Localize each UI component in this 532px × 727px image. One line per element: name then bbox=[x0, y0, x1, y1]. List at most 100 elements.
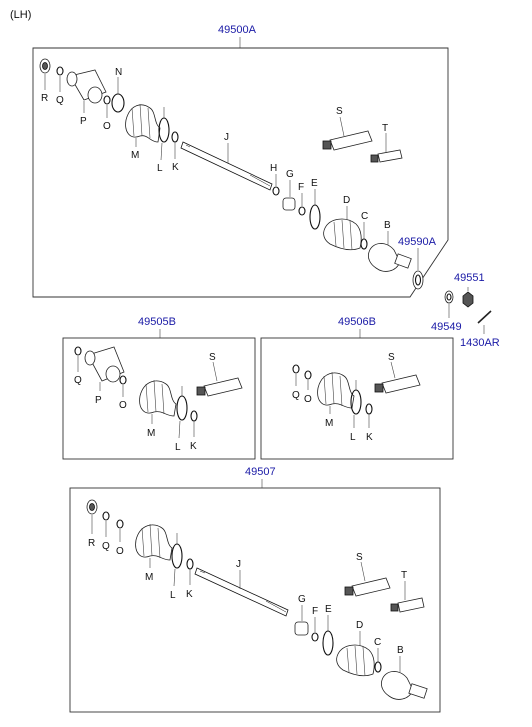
label-l: L bbox=[170, 590, 176, 601]
part-d-boot[interactable] bbox=[323, 206, 362, 251]
label-o: O bbox=[116, 546, 124, 557]
lower-assembly-frame bbox=[69, 487, 441, 713]
label-s: S bbox=[388, 352, 395, 363]
label-q: Q bbox=[56, 95, 64, 106]
label-o: O bbox=[304, 394, 312, 405]
part-h-clip[interactable] bbox=[272, 174, 280, 196]
label-k: K bbox=[366, 432, 373, 443]
label-n: N bbox=[115, 67, 122, 78]
part-q-ring[interactable] bbox=[74, 346, 82, 372]
label-c: C bbox=[374, 637, 381, 648]
part-t-grease-tube[interactable] bbox=[370, 133, 403, 163]
part-p-joint-housing[interactable] bbox=[84, 346, 125, 391]
label-m: M bbox=[325, 418, 333, 429]
label-f: F bbox=[298, 182, 304, 193]
part-f-circlip[interactable] bbox=[311, 617, 319, 642]
part-l-band[interactable] bbox=[350, 380, 362, 428]
ref-49505b[interactable]: 49505B bbox=[138, 316, 176, 328]
part-f-circlip[interactable] bbox=[298, 193, 306, 216]
part-49590a-tone-ring[interactable] bbox=[412, 248, 424, 290]
label-j: J bbox=[224, 132, 229, 143]
label-e: E bbox=[311, 178, 318, 189]
ref-1430ar[interactable]: 1430AR bbox=[460, 337, 500, 349]
ref-49549[interactable]: 49549 bbox=[431, 321, 462, 333]
part-b-outer-joint[interactable] bbox=[381, 656, 428, 700]
label-b: B bbox=[397, 645, 404, 656]
part-k-clamp[interactable] bbox=[171, 131, 179, 159]
label-s: S bbox=[209, 352, 216, 363]
kit-49505b-frame bbox=[62, 337, 256, 460]
label-s: S bbox=[336, 106, 343, 117]
part-c-ring[interactable] bbox=[374, 648, 382, 673]
part-s-grease-tube[interactable] bbox=[322, 116, 373, 151]
main-assembly-frame bbox=[32, 47, 449, 298]
label-f: F bbox=[312, 606, 318, 617]
part-s-grease-tube[interactable] bbox=[196, 361, 243, 397]
part-m-boot[interactable] bbox=[135, 523, 173, 568]
main-assembly-group: 49500A R Q P O bbox=[32, 24, 449, 298]
part-1430ar-pin[interactable] bbox=[477, 310, 492, 334]
label-p: P bbox=[95, 395, 102, 406]
ref-49507[interactable]: 49507 bbox=[245, 466, 276, 478]
part-q-ring[interactable] bbox=[102, 511, 110, 537]
label-d: D bbox=[343, 195, 350, 206]
part-s-grease-tube[interactable] bbox=[344, 561, 391, 597]
label-l: L bbox=[350, 432, 356, 443]
part-n-ring[interactable] bbox=[111, 77, 125, 113]
part-l-band[interactable] bbox=[158, 107, 170, 161]
label-s: S bbox=[356, 552, 363, 563]
part-49549-washer[interactable] bbox=[444, 290, 454, 318]
kit-49505b-group: 49505B Q P O M L bbox=[62, 316, 256, 460]
part-o-clip[interactable] bbox=[119, 375, 127, 397]
part-b-outer-joint[interactable] bbox=[368, 231, 412, 272]
label-m: M bbox=[145, 572, 153, 583]
part-c-ring[interactable] bbox=[360, 222, 368, 250]
ref-49590a[interactable]: 49590A bbox=[398, 236, 437, 248]
part-r-bearing[interactable] bbox=[39, 58, 51, 90]
part-o-clip[interactable] bbox=[103, 95, 111, 118]
ref-49500a[interactable]: 49500A bbox=[218, 24, 257, 36]
label-l: L bbox=[157, 163, 163, 174]
label-o: O bbox=[119, 400, 127, 411]
part-m-boot[interactable] bbox=[125, 103, 161, 147]
label-k: K bbox=[190, 441, 197, 452]
part-j-shaft[interactable] bbox=[194, 567, 289, 617]
part-s-grease-tube[interactable] bbox=[374, 361, 421, 394]
part-m-boot[interactable] bbox=[139, 379, 177, 424]
part-o-clip[interactable] bbox=[304, 370, 312, 390]
kit-49506b-group: 49506B Q O M L K bbox=[260, 316, 454, 460]
label-m: M bbox=[131, 150, 139, 161]
part-o-clip[interactable] bbox=[116, 519, 124, 542]
label-q: Q bbox=[74, 375, 82, 386]
part-k-clamp[interactable] bbox=[365, 403, 373, 428]
part-r-bearing[interactable] bbox=[86, 499, 98, 534]
ref-49506b[interactable]: 49506B bbox=[338, 316, 376, 328]
part-g-spider[interactable] bbox=[294, 605, 309, 636]
part-t-grease-tube[interactable] bbox=[390, 581, 425, 613]
label-k: K bbox=[172, 162, 179, 173]
kit-49506b-frame bbox=[260, 337, 454, 460]
part-l-band[interactable] bbox=[176, 386, 188, 439]
part-m-boot[interactable] bbox=[317, 371, 355, 414]
part-49551-nut[interactable] bbox=[462, 287, 474, 308]
part-k-clamp[interactable] bbox=[190, 410, 198, 437]
part-g-spider[interactable] bbox=[282, 180, 296, 211]
part-p-joint-housing[interactable] bbox=[66, 69, 107, 113]
label-o: O bbox=[103, 121, 111, 132]
part-d-boot[interactable] bbox=[336, 631, 375, 677]
part-e-band[interactable] bbox=[322, 615, 334, 656]
label-q: Q bbox=[292, 390, 300, 401]
part-j-shaft[interactable] bbox=[180, 141, 273, 191]
ref-49551[interactable]: 49551 bbox=[454, 272, 485, 284]
label-b: B bbox=[384, 220, 391, 231]
part-e-band[interactable] bbox=[309, 189, 321, 230]
part-q-ring[interactable] bbox=[56, 66, 64, 92]
part-q-ring[interactable] bbox=[292, 364, 300, 386]
label-g: G bbox=[286, 169, 294, 180]
part-k-clamp[interactable] bbox=[186, 558, 194, 585]
label-p: P bbox=[80, 116, 87, 127]
label-r: R bbox=[88, 538, 95, 549]
part-l-band[interactable] bbox=[171, 533, 183, 587]
label-h: H bbox=[270, 163, 277, 174]
